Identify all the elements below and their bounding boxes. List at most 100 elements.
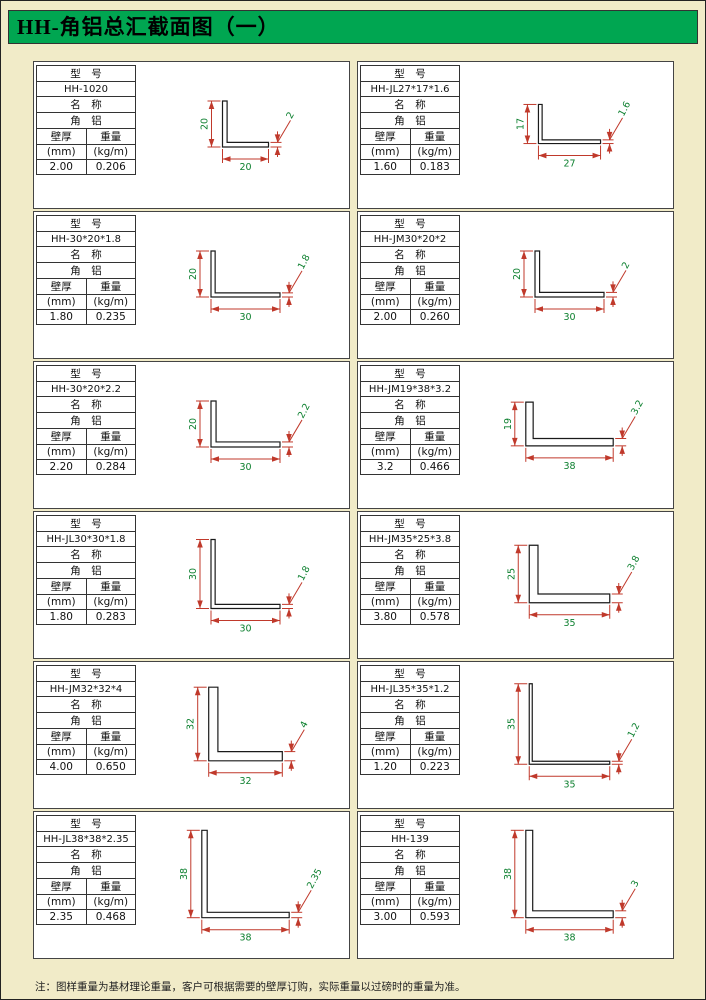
model-number: HH-JM35*25*3.8: [360, 531, 460, 547]
weight-unit: (kg/m): [409, 144, 460, 160]
model-number: HH-JL38*38*2.35: [36, 831, 136, 847]
model-number: HH-30*20*1.8: [36, 231, 136, 247]
weight-value: 0.206: [85, 159, 136, 175]
thickness-value: 1.80: [36, 309, 87, 325]
thickness-dim-label: 4: [298, 720, 311, 731]
weight-header: 重量: [85, 578, 136, 595]
thickness-header: 壁厚: [360, 728, 411, 745]
thickness-unit: (mm): [36, 894, 87, 910]
vertical-dim-label: 25: [506, 568, 517, 580]
spec-table: 型 号 HH-30*20*2.2 名 称 角 铝 壁厚 重量 (mm) (kg/…: [36, 365, 136, 475]
weight-header: 重量: [85, 128, 136, 145]
l-profile-shape: [524, 401, 614, 447]
thickness-dim-label: 3.2: [629, 398, 646, 417]
thickness-header: 壁厚: [360, 428, 411, 445]
thickness-header: 壁厚: [360, 128, 411, 145]
model-label: 型 号: [360, 665, 460, 682]
spec-table: 型 号 HH-139 名 称 角 铝 壁厚 重量 (mm) (kg/m) 3.0…: [360, 815, 460, 925]
product-name: 角 铝: [36, 262, 136, 279]
profile-cell: 型 号 HH-JM32*32*4 名 称 角 铝 壁厚 重量 (mm) (kg/…: [33, 661, 350, 809]
weight-unit: (kg/m): [409, 294, 460, 310]
weight-value: 0.284: [85, 459, 136, 475]
spec-table: 型 号 HH-JL27*17*1.6 名 称 角 铝 壁厚 重量 (mm) (k…: [360, 65, 460, 175]
model-label: 型 号: [36, 365, 136, 382]
horizontal-dim-label: 38: [563, 933, 575, 944]
vertical-dim-label: 38: [178, 868, 189, 880]
model-label: 型 号: [36, 215, 136, 232]
model-label: 型 号: [360, 515, 460, 532]
weight-header: 重量: [409, 278, 460, 295]
product-name: 角 铝: [36, 412, 136, 429]
model-number: HH-JM32*32*4: [36, 681, 136, 697]
weight-value: 0.235: [85, 309, 136, 325]
profile-cell: 型 号 HH-30*20*2.2 名 称 角 铝 壁厚 重量 (mm) (kg/…: [33, 361, 350, 509]
vertical-dim-label: 20: [512, 268, 523, 280]
profile-cell: 型 号 HH-1020 名 称 角 铝 壁厚 重量 (mm) (kg/m) 2.…: [33, 61, 350, 209]
thickness-dim-label: 1.2: [625, 721, 642, 740]
spec-table: 型 号 HH-JL30*30*1.8 名 称 角 铝 壁厚 重量 (mm) (k…: [36, 515, 136, 625]
product-name: 角 铝: [360, 562, 460, 579]
thickness-value: 1.20: [360, 759, 411, 775]
model-number: HH-JM19*38*3.2: [360, 381, 460, 397]
horizontal-dim-label: 20: [239, 162, 251, 173]
weight-header: 重量: [409, 878, 460, 895]
weight-value: 0.468: [85, 909, 136, 925]
weight-value: 0.183: [409, 159, 460, 175]
thickness-dim-label: 3.8: [625, 554, 642, 573]
footnote: 注：图样重量为基材理论重量，客户可根据需要的壁厚订购，实际重量以过磅时的重量为准…: [35, 981, 466, 993]
thickness-unit: (mm): [36, 444, 87, 460]
model-label: 型 号: [36, 815, 136, 832]
thickness-header: 壁厚: [360, 878, 411, 895]
l-profile-shape: [221, 100, 269, 148]
weight-header: 重量: [409, 128, 460, 145]
thickness-dim-label: 2.2: [295, 402, 312, 421]
product-name: 角 铝: [360, 712, 460, 729]
l-profile-shape: [200, 829, 290, 919]
vertical-dim-label: 35: [506, 718, 517, 730]
thickness-dim-label: 1.6: [616, 100, 633, 119]
thickness-dim-label: 2: [619, 260, 632, 271]
product-name: 角 铝: [360, 412, 460, 429]
weight-unit: (kg/m): [85, 444, 136, 460]
thickness-dim-label: 2: [284, 110, 297, 121]
name-label: 名 称: [360, 546, 460, 563]
thickness-value: 2.20: [36, 459, 87, 475]
name-label: 名 称: [36, 546, 136, 563]
product-name: 角 铝: [36, 562, 136, 579]
l-profile-shape: [207, 686, 283, 762]
thickness-header: 壁厚: [36, 878, 87, 895]
thickness-unit: (mm): [360, 444, 411, 460]
thickness-dim-label: 1.8: [295, 253, 312, 272]
weight-unit: (kg/m): [85, 594, 136, 610]
horizontal-dim-label: 30: [239, 624, 251, 635]
vertical-dim-label: 32: [185, 718, 196, 730]
thickness-unit: (mm): [360, 894, 411, 910]
model-number: HH-139: [360, 831, 460, 847]
spec-table: 型 号 HH-JM30*20*2 名 称 角 铝 壁厚 重量 (mm) (kg/…: [360, 215, 460, 325]
thickness-unit: (mm): [360, 744, 411, 760]
weight-unit: (kg/m): [85, 744, 136, 760]
thickness-value: 1.80: [36, 609, 87, 625]
spec-table: 型 号 HH-1020 名 称 角 铝 壁厚 重量 (mm) (kg/m) 2.…: [36, 65, 136, 175]
vertical-dim-label: 38: [502, 868, 513, 880]
thickness-header: 壁厚: [36, 728, 87, 745]
thickness-header: 壁厚: [36, 128, 87, 145]
horizontal-dim-label: 38: [563, 461, 575, 472]
weight-value: 0.593: [409, 909, 460, 925]
weight-value: 0.650: [85, 759, 136, 775]
weight-unit: (kg/m): [85, 294, 136, 310]
thickness-value: 1.60: [360, 159, 411, 175]
l-profile-shape: [209, 400, 281, 448]
name-label: 名 称: [36, 246, 136, 263]
